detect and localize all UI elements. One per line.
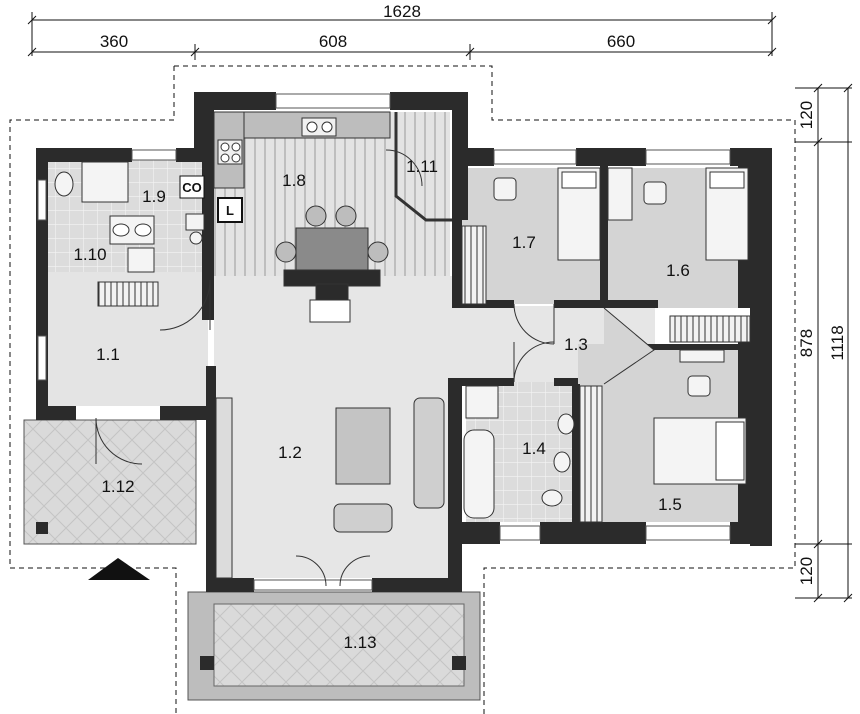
room-label-1-7: 1.7 [512, 233, 536, 252]
room-label-1-5: 1.5 [658, 495, 682, 514]
dim-segment-middle: 608 [319, 32, 347, 51]
dimension-lines [27, 12, 853, 603]
room-label-1-3: 1.3 [564, 335, 588, 354]
windows [37, 93, 731, 591]
dim-segment-right: 660 [607, 32, 635, 51]
dim-segment-left: 360 [100, 32, 128, 51]
dim-bottom-offset: 120 [797, 557, 816, 585]
doors [95, 149, 655, 587]
dim-top-offset: 120 [797, 101, 816, 129]
room-label-1-10: 1.10 [73, 245, 106, 264]
room-label-1-4: 1.4 [522, 439, 546, 458]
room-label-1-2: 1.2 [278, 443, 302, 462]
entrance-marker [88, 558, 150, 580]
dim-total-width: 1628 [383, 2, 421, 21]
room-labels: 1.1 1.2 1.3 1.4 1.5 1.6 1.7 1.8 1.9 1.10… [73, 157, 689, 652]
terrace-1-12 [23, 419, 197, 545]
fixtures [54, 111, 751, 579]
room-label-1-11: 1.11 [406, 157, 438, 176]
dim-total-depth: 1118 [828, 325, 847, 360]
laundry-tag: L [226, 203, 234, 218]
room-label-1-9: 1.9 [142, 187, 166, 206]
dim-inner-depth: 878 [797, 329, 816, 357]
room-label-1-13: 1.13 [343, 633, 376, 652]
boiler-room-tag: CO [182, 180, 202, 195]
room-label-1-6: 1.6 [666, 261, 690, 280]
room-label-1-1: 1.1 [96, 345, 120, 364]
stairs [394, 112, 452, 222]
room-label-1-12: 1.12 [101, 477, 134, 496]
room-label-1-8: 1.8 [282, 171, 306, 190]
roof-outline [9, 65, 796, 714]
